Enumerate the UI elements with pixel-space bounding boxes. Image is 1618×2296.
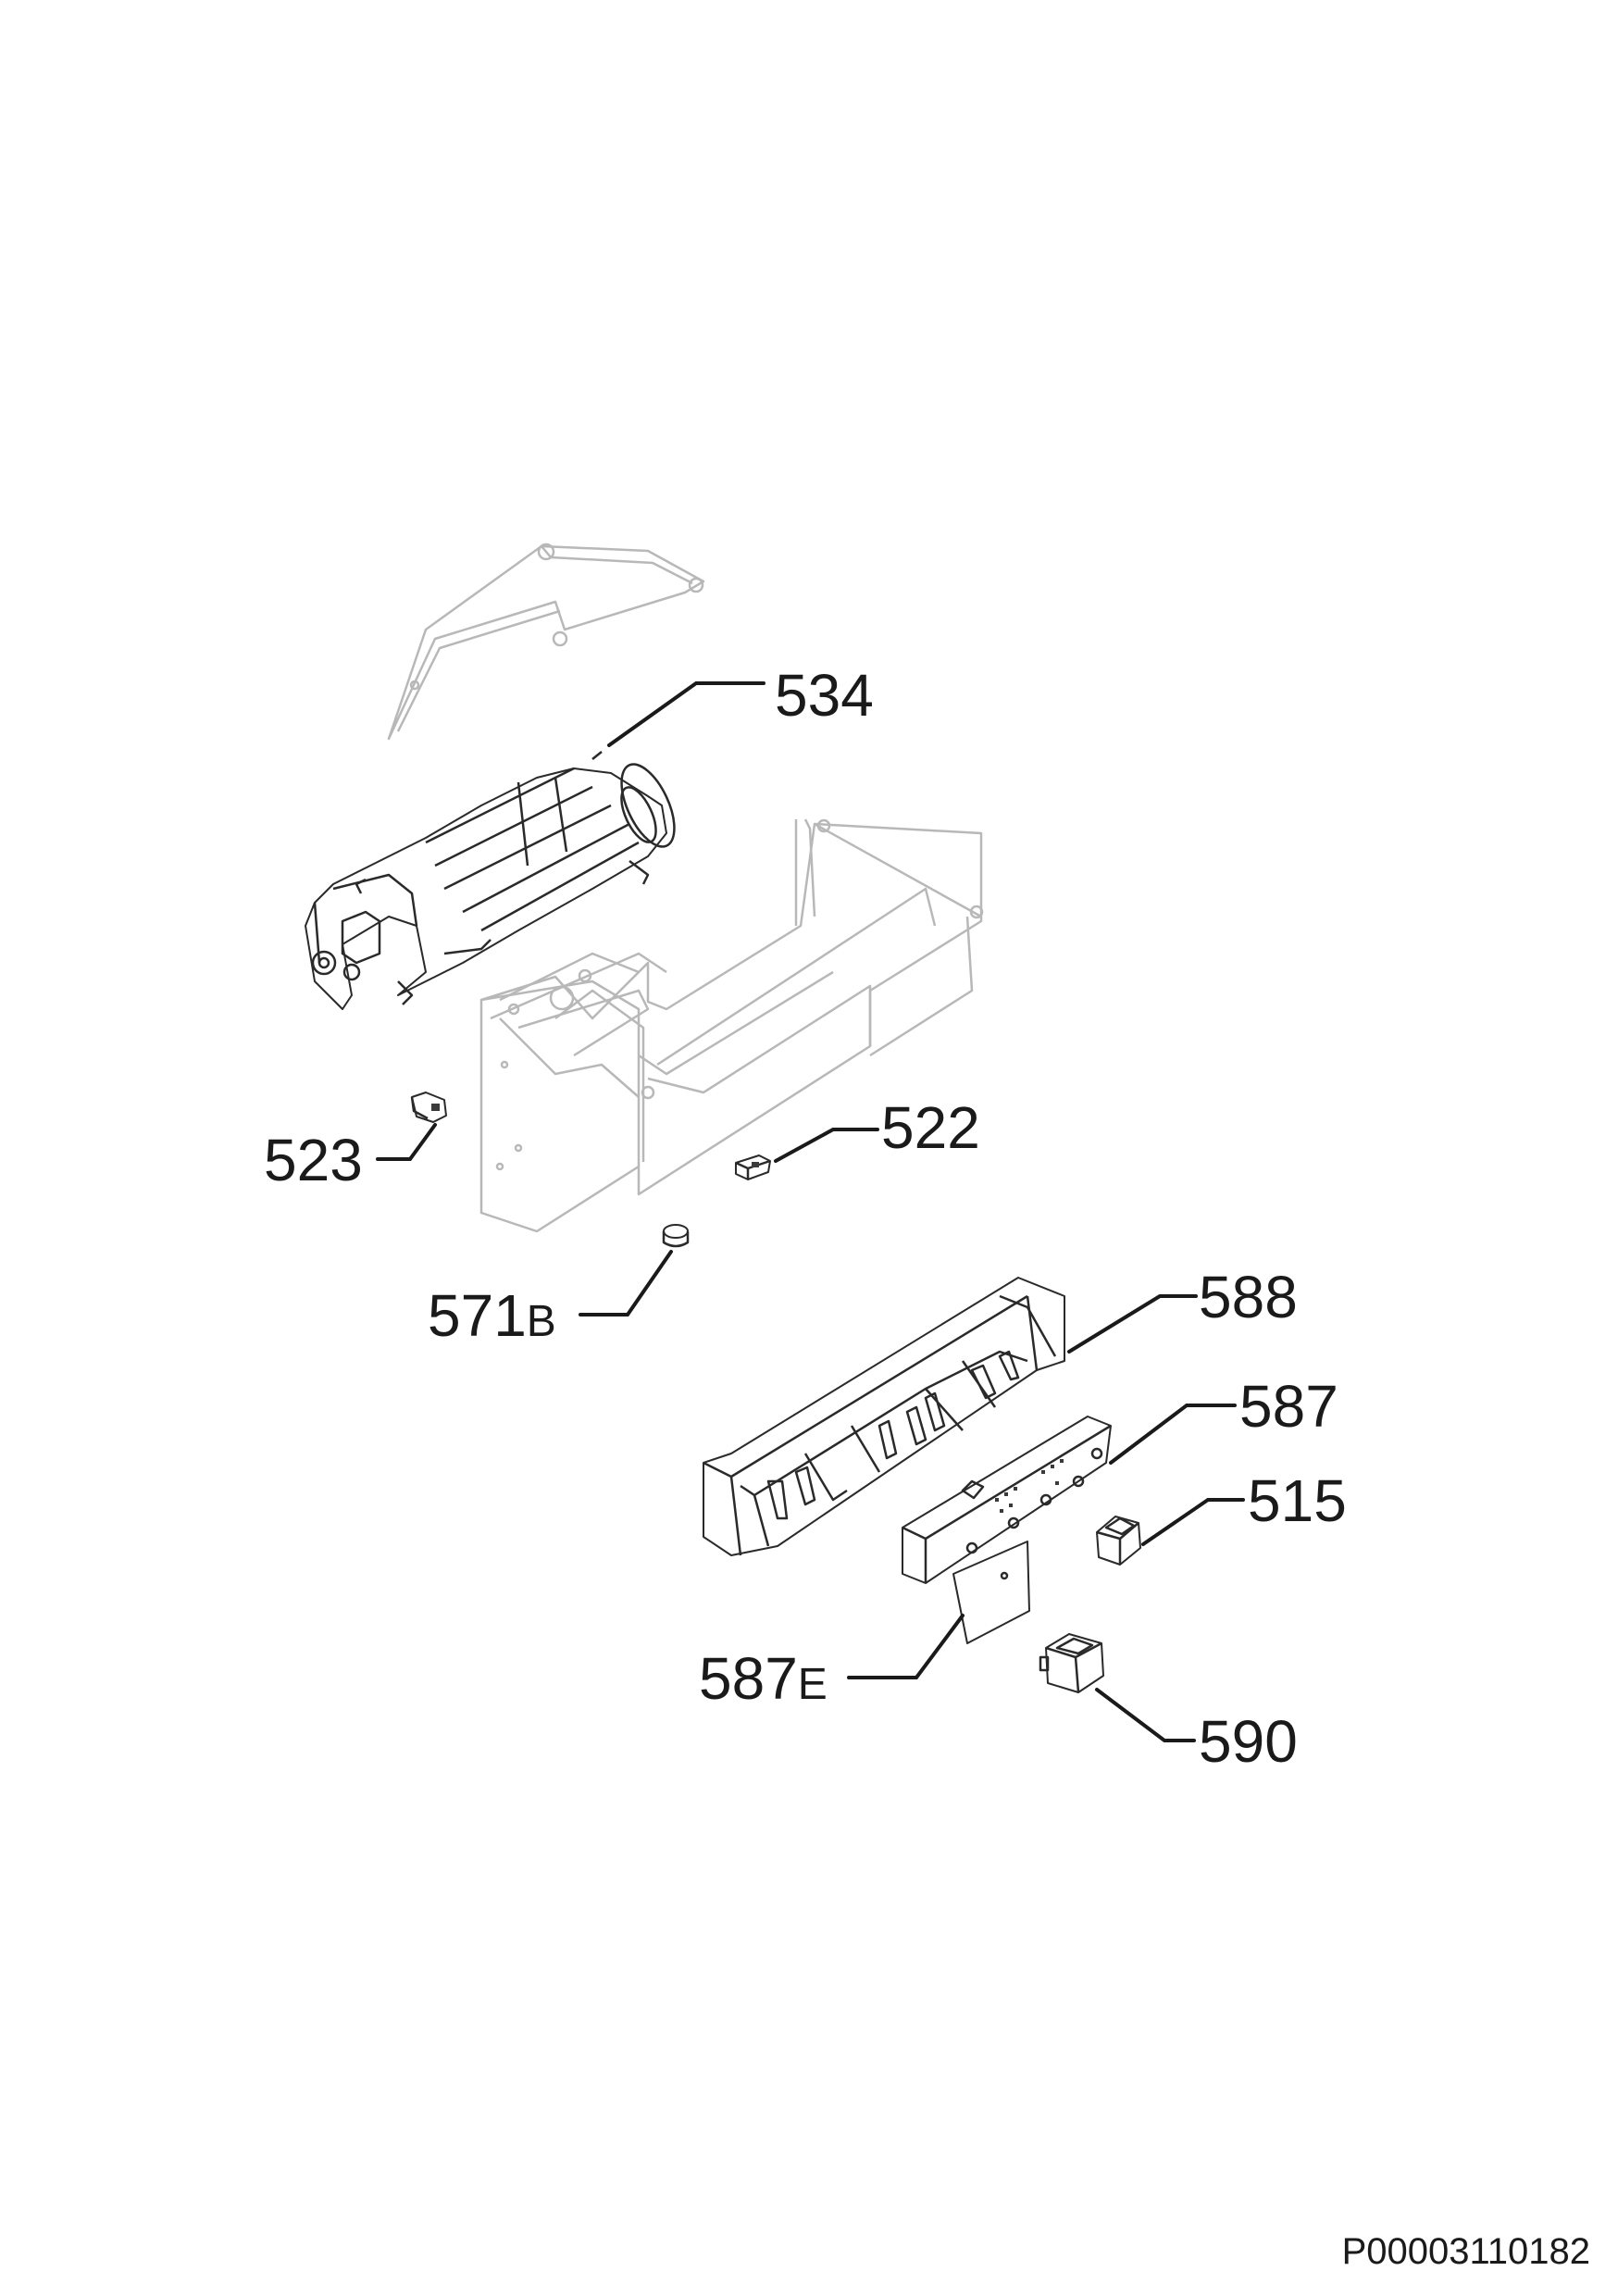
part-label-522: 522 [881, 1094, 980, 1161]
part-label-587e-suffix: E [798, 1660, 828, 1709]
part-label-571b-suffix: B [527, 1297, 556, 1346]
drawing-reference-code: P00003110182 [1341, 2231, 1590, 2272]
cover-plate-587e-drawing [952, 1541, 1030, 1644]
part-label-534: 534 [775, 662, 874, 729]
part-label-571b: 571B [428, 1282, 556, 1349]
grommet-571b-drawing [662, 1224, 690, 1248]
part-label-587e: 587E [699, 1645, 828, 1712]
part-label-587e-number: 587 [699, 1645, 798, 1712]
switch-515-drawing [1096, 1516, 1141, 1566]
top-frame-drawing [387, 543, 705, 741]
part-label-571b-number: 571 [428, 1282, 527, 1349]
part-label-588: 588 [1199, 1264, 1298, 1330]
rocker-switch-590-drawing [1039, 1633, 1104, 1693]
leader-515 [1141, 1498, 1245, 1546]
leader-587e [847, 1614, 965, 1679]
pcb-board-587-drawing [902, 1416, 1112, 1584]
cabinet-housing-drawing [479, 818, 984, 1233]
leader-534 [607, 681, 765, 747]
part-label-523: 523 [264, 1127, 363, 1193]
component-522-drawing [735, 1154, 771, 1180]
part-label-590: 590 [1199, 1708, 1298, 1775]
part-label-515: 515 [1248, 1467, 1347, 1534]
part-label-587: 587 [1239, 1373, 1338, 1440]
leader-571b [579, 1250, 673, 1316]
leader-lines [376, 681, 1245, 1742]
leader-587 [1109, 1404, 1237, 1465]
leader-523 [376, 1123, 437, 1161]
control-panel-frame-588-drawing [703, 1277, 1065, 1556]
leader-522 [774, 1128, 879, 1163]
clip-523-drawing [410, 1092, 447, 1123]
leader-588 [1067, 1294, 1198, 1354]
tangential-fan-534-drawing [305, 751, 676, 1010]
leader-590 [1095, 1688, 1196, 1742]
